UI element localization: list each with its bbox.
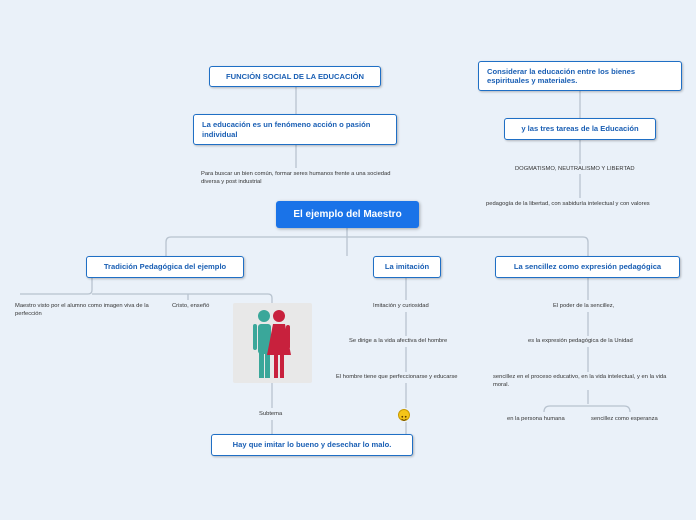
note-poder-sencillez: El poder de la sencillez, (553, 303, 615, 309)
node-imitar-lo-bueno[interactable]: Hay que imitar lo bueno y desechar lo ma… (211, 434, 413, 456)
node-funcion-social-label: FUNCIÓN SOCIAL DE LA EDUCACIÓN (226, 71, 364, 81)
note-imitacion-curiosidad: Imitación y curiosidad (373, 303, 429, 309)
node-sencillez-label: La sencillez como expresión pedagógica (513, 262, 662, 272)
node-sencillez[interactable]: La sencillez como expresión pedagógica (495, 256, 680, 278)
note-pedagogia-libertad: pedagogía de la libertad, con sabiduría … (486, 201, 650, 207)
node-tres-tareas-label: y las tres tareas de la Educación (521, 124, 639, 134)
node-educacion-fenomeno[interactable]: La educación es un fenómeno acción o pas… (193, 114, 397, 145)
link-right-chain (543, 278, 631, 413)
central-topic[interactable]: El ejemplo del Maestro (276, 201, 419, 228)
note-hombre-perfeccionarse: El hombre tiene que perfeccionarse y edu… (336, 374, 458, 380)
node-la-imitacion[interactable]: La imitación (373, 256, 441, 278)
note-cristo-enseno: Cristo, enseñó (172, 303, 210, 309)
link-left-subtopics (20, 278, 273, 303)
note-sencillez-esperanza: sencillez como esperanza (591, 416, 658, 422)
node-tradicion-pedagogica-label: Tradición Pedagógica del ejemplo (103, 262, 227, 272)
node-educacion-fenomeno-label: La educación es un fenómeno acción o pas… (202, 120, 371, 139)
couple-icon (233, 303, 312, 383)
central-topic-label: El ejemplo del Maestro (293, 209, 402, 220)
smiley-icon (398, 409, 410, 421)
note-sencillez-proceso: sencillez en el proceso educativo, en la… (493, 374, 667, 388)
note-persona-humana: en la persona humana (507, 416, 565, 422)
link-central-branches (165, 228, 589, 256)
node-considerar-educacion[interactable]: Considerar la educación entre los bienes… (478, 61, 682, 91)
node-la-imitacion-label: La imitación (384, 262, 430, 272)
node-funcion-social[interactable]: FUNCIÓN SOCIAL DE LA EDUCACIÓN (209, 66, 381, 87)
node-imitar-lo-bueno-label: Hay que imitar lo bueno y desechar lo ma… (232, 440, 392, 450)
note-maestro-visto: Maestro visto por el alumno como imagen … (15, 303, 149, 317)
node-tradicion-pedagogica[interactable]: Tradición Pedagógica del ejemplo (86, 256, 244, 278)
node-tres-tareas[interactable]: y las tres tareas de la Educación (504, 118, 656, 140)
note-bien-comun: Para buscar un bien común, formar seres … (201, 171, 391, 185)
note-subtema: Subtema (259, 411, 283, 417)
node-considerar-educacion-label: Considerar la educación entre los bienes… (487, 66, 636, 85)
note-vida-afectiva: Se dirige a la vida afectiva del hombre (349, 338, 448, 344)
note-dogmatismo: DOGMATISMO, NEUTRALISMO Y LIBERTAD (515, 166, 635, 172)
note-expresion-unidad: es la expresión pedagógica de la Unidad (528, 338, 633, 344)
